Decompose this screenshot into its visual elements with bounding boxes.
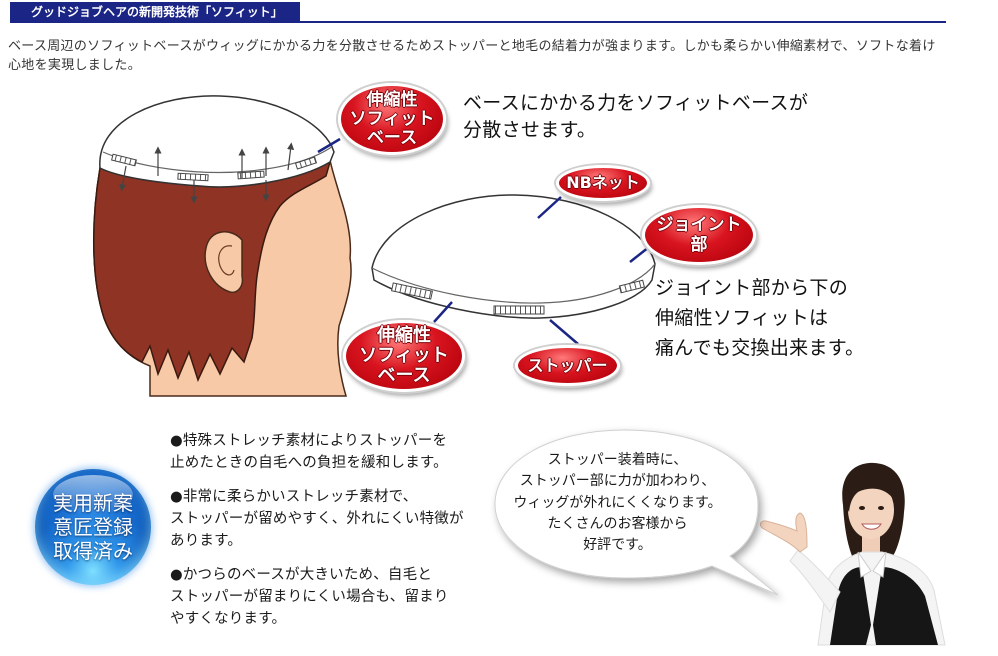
wig-cap (99, 95, 335, 188)
stopper-clip (294, 156, 318, 170)
caption-line: 分散させます。 (463, 119, 597, 141)
feature-line: あります。 (170, 533, 243, 549)
bubble-line: ウィッグが外れにくくなります。 (513, 494, 722, 511)
callout-line: 伸縮性 (377, 325, 431, 346)
feature-line: ストッパーが留めやすく、外れにくい特徴が (170, 511, 464, 527)
callout-line: ストッパー (527, 355, 608, 375)
callout-nb-net: NBネット (556, 165, 650, 201)
callout-stretch-sofit-base-head: 伸縮性 ソフィット ベース (338, 83, 446, 155)
speech-bubble-text: ストッパー装着時に、 ストッパー部に力が加わわり、 ウィッグが外れにくくなります… (495, 450, 740, 556)
header-underline (10, 21, 946, 23)
callout-line: NBネット (566, 173, 640, 192)
caption-line: ジョイント部から下の (655, 277, 849, 299)
caption-force-distribution: ベースにかかる力をソフィットベースが 分散させます。 (463, 90, 808, 144)
wig-base-dome (371, 194, 656, 319)
callout-line: ソフィット (349, 108, 435, 129)
feature-line: ●かつらのベースが大きいため、自毛と (170, 567, 433, 583)
connector-lines (317, 137, 650, 345)
ear (204, 231, 244, 294)
bubble-line: ストッパー装着時に、 (547, 452, 688, 468)
badge-line: 取得済み (53, 539, 133, 563)
connector-line (537, 196, 562, 219)
patent-badge: 実用新案 意匠登録 取得済み (35, 469, 151, 585)
feature-item: ●特殊ストレッチ素材によりストッパーを 止めたときの自毛への負担を緩和します。 (170, 430, 464, 474)
woman-photo (759, 462, 946, 646)
badge-gloss (53, 475, 133, 515)
stopper-clip (177, 172, 209, 182)
intro-line: ベース周辺のソフィットベースがウィッグにかかる力を分散させるためストッパーと地毛… (8, 39, 936, 54)
bubble-line: 好評です。 (583, 537, 652, 554)
feature-list: ●特殊ストレッチ素材によりストッパーを 止めたときの自毛への負担を緩和します。 … (170, 430, 464, 642)
speech-bubble (494, 429, 779, 596)
intro-line: 心地を実現しました。 (8, 58, 142, 73)
callout-joint: ジョイント 部 (642, 205, 756, 265)
caption-line: ベースにかかる力をソフィットベースが (463, 92, 809, 114)
callout-stopper: ストッパー (515, 345, 620, 386)
connector-line (317, 137, 341, 154)
section-header-bar (10, 2, 300, 22)
stopper-clip (237, 170, 265, 180)
feature-line: ストッパーが留まりにくい場合も、留まり (170, 589, 449, 605)
bubble-line: ストッパー部に力が加わわり、 (519, 473, 716, 490)
callout-line: ソフィット (359, 345, 449, 366)
caption-replaceable: ジョイント部から下の 伸縮性ソフィットは 痛んでも交換出来ます。 (655, 273, 864, 363)
feature-item: ●非常に柔らかいストレッチ素材で、 ストッパーが留めやすく、外れにくい特徴が あ… (170, 486, 464, 552)
caption-line: 伸縮性ソフィットは (655, 307, 829, 329)
caption-line: 痛んでも交換出来ます。 (655, 337, 865, 359)
feature-line: ●非常に柔らかいストレッチ素材で、 (170, 489, 418, 505)
bubble-line: たくさんのお客様から (547, 515, 688, 532)
head-illustration (92, 95, 352, 397)
connector-line (549, 319, 579, 345)
stopper-clip (493, 305, 545, 315)
badge-line: 意匠登録 (53, 515, 133, 539)
callout-line: 伸縮性 (366, 89, 418, 110)
badge-line: 実用新案 (53, 491, 133, 515)
feature-line: ●特殊ストレッチ素材によりストッパーを (170, 433, 448, 449)
callout-line: ベース (377, 365, 431, 386)
soft-base-band (102, 145, 334, 174)
stopper-clip (391, 282, 433, 300)
section-title: グッドジョブヘアの新開発技術「ソフィット」 (31, 5, 283, 19)
force-arrows (119, 142, 295, 204)
callout-line: ジョイント (656, 215, 742, 235)
feature-line: 止めたときの自毛への負担を緩和します。 (170, 455, 448, 471)
intro-paragraph: ベース周辺のソフィットベースがウィッグにかかる力を分散させるためストッパーと地毛… (8, 37, 936, 75)
nb-net-dome (371, 194, 656, 319)
feature-item: ●かつらのベースが大きいため、自毛と ストッパーが留まりにくい場合も、留まり や… (170, 564, 464, 630)
callout-stretch-sofit-base: 伸縮性 ソフィット ベース (343, 320, 465, 392)
callout-line: 部 (690, 235, 708, 255)
connector-line (629, 246, 650, 263)
connector-line (433, 301, 453, 323)
stopper-clip (618, 279, 645, 294)
stopper-clip (111, 153, 137, 167)
feature-line: やすくなります。 (170, 611, 287, 627)
callout-line: ベース (366, 127, 418, 148)
